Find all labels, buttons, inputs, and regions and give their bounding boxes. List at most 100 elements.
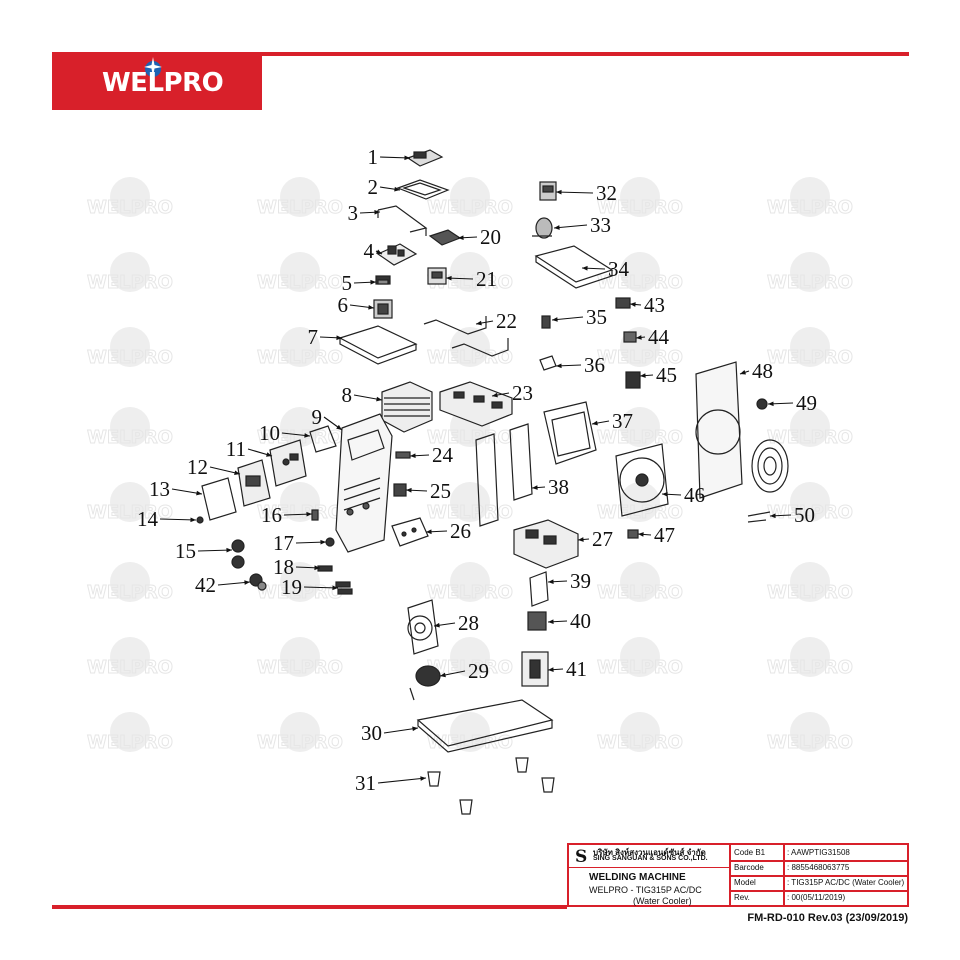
svg-text:WELPRO: WELPRO (597, 347, 683, 368)
svg-text:WELPRO: WELPRO (427, 732, 513, 753)
callout-number: 18 (273, 555, 294, 579)
callout-23: 23 (491, 381, 533, 405)
svg-text:WELPRO: WELPRO (427, 272, 513, 293)
arrowhead (336, 335, 342, 341)
arrowhead (420, 776, 426, 781)
watermark: WELPRO (427, 252, 513, 294)
callout-31: 31 (355, 771, 427, 795)
arrowhead (376, 249, 382, 254)
watermark: WELPRO (427, 562, 513, 604)
watermark: WELPRO (767, 637, 853, 679)
watermark: WELPRO (597, 252, 683, 294)
svg-text:WELPRO: WELPRO (257, 502, 343, 523)
watermark: WELPRO (257, 407, 343, 449)
part-48-rear-panel (695, 361, 743, 499)
callout-number: 2 (368, 175, 379, 199)
arrowhead (314, 565, 320, 571)
callout-19: 19 (281, 575, 339, 599)
arrowhead (592, 420, 598, 426)
part-33-pump-motor (532, 217, 553, 239)
arrowhead (458, 235, 464, 241)
part-30-base-plate (416, 699, 554, 753)
callout-29: 29 (439, 659, 489, 683)
callout-43: 43 (629, 293, 665, 317)
part-9-front-panel (335, 413, 393, 553)
callout-28: 28 (433, 611, 479, 635)
arrowhead (394, 186, 400, 192)
form-code: FM-RD-010 Rev.03 (23/09/2019) (747, 912, 908, 924)
arrowhead (320, 539, 326, 545)
callout-11: 11 (226, 437, 273, 461)
callout-number: 14 (137, 507, 159, 531)
part-36-clip (539, 355, 557, 371)
callout-45: 45 (639, 363, 677, 387)
product-type: WELDING MACHINE (589, 872, 686, 883)
arrowhead (768, 401, 774, 407)
callout-number: 40 (570, 609, 591, 633)
arrowhead (266, 452, 272, 457)
callout-number: 4 (364, 239, 375, 263)
callout-21: 21 (445, 267, 497, 291)
svg-text:WELPRO: WELPRO (767, 657, 853, 678)
watermark: WELPRO (597, 177, 683, 219)
part-47-clip (627, 529, 639, 539)
svg-text:WELPRO: WELPRO (427, 197, 513, 218)
callout-14: 14 (137, 507, 197, 531)
product-name: WELPRO - TIG315P AC/DC (589, 885, 702, 895)
callout-number: 11 (226, 437, 246, 461)
watermark: WELPRO (87, 482, 173, 524)
watermark: WELPRO (87, 177, 173, 219)
arrowhead (532, 485, 538, 490)
callout-16: 16 (261, 503, 313, 527)
callout-number: 37 (612, 409, 633, 433)
callout-5: 5 (342, 271, 377, 295)
callout-9: 9 (312, 405, 343, 431)
arrowhead (636, 335, 642, 340)
arrowhead (554, 225, 560, 230)
watermark: WELPRO (427, 177, 513, 219)
callout-number: 39 (570, 569, 591, 593)
info-row-code: Code B1: AAWPTIG31508 (734, 848, 850, 857)
arrowhead (492, 392, 498, 398)
arrowhead (662, 491, 668, 497)
watermark: WELPRO (257, 712, 343, 754)
callout-number: 26 (450, 519, 471, 543)
callout-25: 25 (405, 479, 451, 503)
arrowhead (234, 470, 240, 476)
watermark: WELPRO (597, 712, 683, 754)
svg-text:WELPRO: WELPRO (597, 272, 683, 293)
callout-number: 27 (592, 527, 613, 551)
watermark: WELPRO (427, 482, 513, 524)
svg-text:WELPRO: WELPRO (767, 732, 853, 753)
callout-number: 34 (608, 257, 630, 281)
arrowhead (582, 265, 588, 271)
part-14-knob-cap (196, 516, 204, 524)
callout-8: 8 (342, 383, 383, 407)
part-18-terminal (317, 565, 333, 572)
svg-text:WELPRO: WELPRO (597, 427, 683, 448)
callout-number: 43 (644, 293, 665, 317)
callout-number: 47 (654, 523, 675, 547)
part-6-transformer (373, 299, 393, 319)
part-45-socket (625, 371, 641, 389)
callout-24: 24 (409, 443, 454, 467)
callout-38: 38 (531, 475, 569, 499)
part-11-control-pcb (269, 439, 307, 487)
part-10-label (309, 425, 337, 453)
callout-number: 29 (468, 659, 489, 683)
callout-number: 12 (187, 455, 208, 479)
watermark: WELPRO (597, 562, 683, 604)
callout-34: 34 (581, 257, 630, 281)
svg-text:WELPRO: WELPRO (767, 427, 853, 448)
company-cell: S บริษัท สิงห์สงวนแอนด์ซันส์ จำกัด SING … (569, 845, 729, 868)
callout-number: 25 (430, 479, 451, 503)
watermark: WELPRO (257, 177, 343, 219)
arrowhead (368, 304, 374, 310)
callout-number: 48 (752, 359, 773, 383)
callout-36: 36 (555, 353, 605, 377)
part-2-handle-bezel (396, 179, 450, 200)
callout-number: 3 (348, 201, 359, 225)
header-rule (52, 52, 909, 56)
svg-text:WELPRO: WELPRO (427, 347, 513, 368)
company-logo: S (575, 847, 588, 867)
